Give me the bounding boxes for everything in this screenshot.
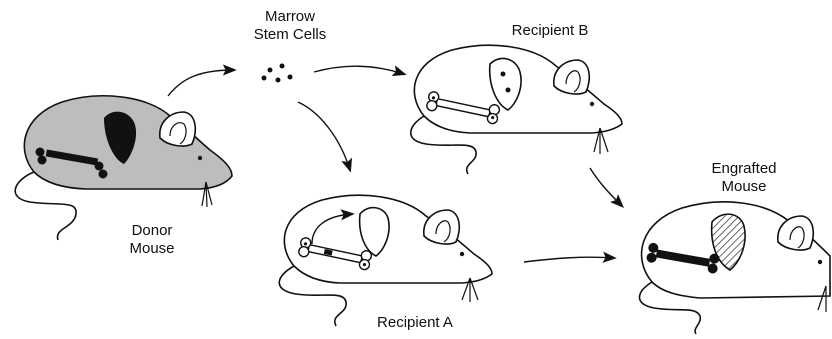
- arrow-recipient-b-to-engrafted: [590, 168, 622, 206]
- recipient-a-mouse: [279, 195, 492, 326]
- recipient-b-mouse: [411, 45, 622, 174]
- donor-mouse-eye: [198, 156, 202, 160]
- recipient-b-eye: [590, 102, 594, 106]
- recipient-a-eye: [460, 252, 464, 256]
- stem-cell-dots-icon: [262, 64, 293, 83]
- recipient-a-ear: [424, 210, 459, 244]
- arrow-donor-to-cells: [168, 70, 234, 96]
- marrow-stem-cells-label: Marrow Stem Cells: [238, 8, 342, 44]
- engrafted-label-line1: Engrafted: [694, 160, 794, 178]
- recipient-b-ear: [554, 60, 589, 94]
- donor-label-line2: Mouse: [112, 240, 192, 258]
- arrow-recipient-a-to-engrafted: [524, 257, 614, 262]
- marrow-label-line2: Stem Cells: [238, 26, 342, 44]
- recipient-a-label: Recipient A: [360, 314, 470, 332]
- engrafted-mouse-label: Engrafted Mouse: [694, 160, 794, 196]
- donor-label-line1: Donor: [112, 222, 192, 240]
- recipient-b-label: Recipient B: [490, 22, 610, 40]
- donor-mouse: [15, 96, 232, 240]
- marrow-label-line1: Marrow: [238, 8, 342, 26]
- engrafted-mouse: [640, 202, 831, 334]
- arrow-cells-to-recipient-b: [314, 66, 404, 74]
- recipient-a-body: [284, 195, 492, 283]
- engrafted-label-line2: Mouse: [694, 178, 794, 196]
- donor-mouse-label: Donor Mouse: [112, 222, 192, 258]
- arrow-cells-to-recipient-a: [298, 102, 350, 170]
- engrafted-mouse-eye: [818, 260, 822, 264]
